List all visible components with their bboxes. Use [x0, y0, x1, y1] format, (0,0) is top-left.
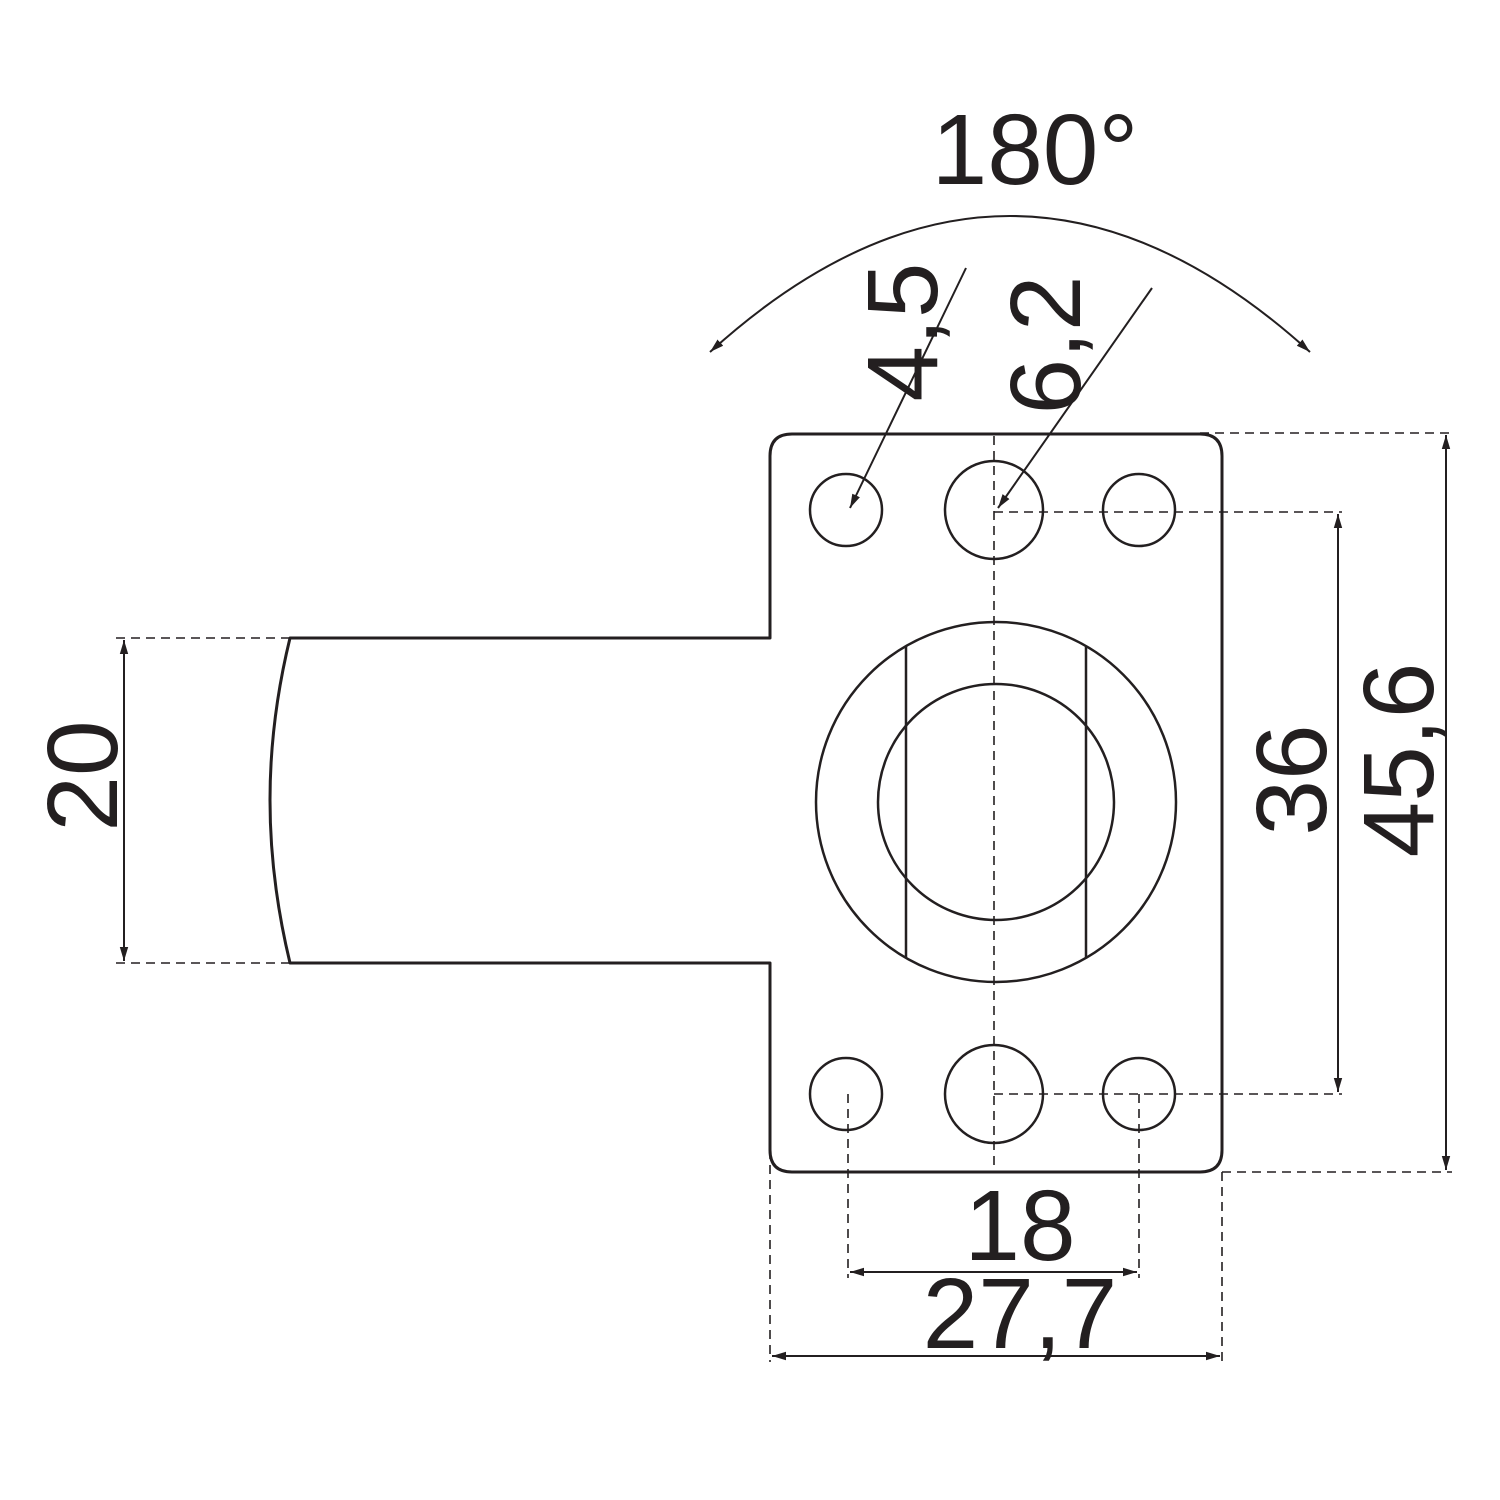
boss-outer-circle	[814, 620, 1178, 984]
part-outline	[268, 432, 1224, 1174]
label-small-hole-diameter: 4,5	[847, 262, 959, 401]
label-hole-pitch-horizontal: 18	[964, 1170, 1075, 1282]
dim-arc-rotation	[709, 215, 1311, 353]
boss-bore-circle	[876, 682, 1116, 922]
label-rotation-angle: 180°	[932, 94, 1139, 206]
hole-top-left	[808, 472, 884, 548]
label-plate-height: 45,6	[1343, 663, 1455, 858]
label-large-hole-diameter: 6,2	[990, 275, 1102, 414]
hole-bottom-left	[808, 1056, 884, 1132]
label-hole-pitch-vertical: 36	[1236, 724, 1348, 835]
mounting-holes	[808, 459, 1177, 1145]
dimension-labels: 180° 4,5 6,2 20 36 45,6 18 27,7	[27, 94, 1455, 1370]
dimension-lines	[119, 215, 1451, 1361]
leader-large-hole	[997, 287, 1153, 509]
label-plate-width: 27,7	[923, 1258, 1118, 1370]
leader-small-hole	[849, 267, 967, 509]
hole-top-right	[1101, 472, 1177, 548]
central-boss	[814, 620, 1178, 984]
label-arm-width: 20	[27, 720, 139, 831]
extension-lines	[116, 432, 1452, 1362]
